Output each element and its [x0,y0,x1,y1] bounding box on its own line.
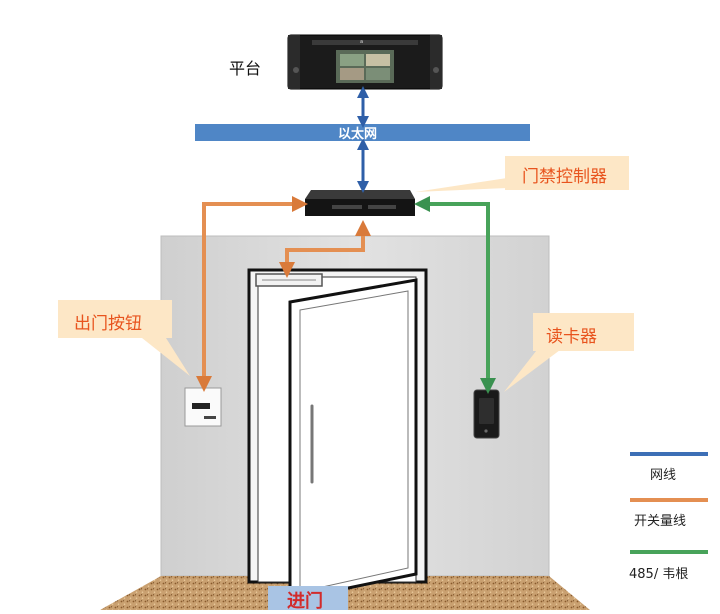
controller-to-card-reader-line [414,196,496,394]
controller-to-lock-line [279,220,371,278]
enter-label-box [268,586,348,610]
access-controller-device [305,190,415,216]
controller-callout [415,156,629,192]
card-reader-callout [504,313,634,392]
legend-label-switch: 开关量线 [634,514,687,529]
ethernet-bar [195,124,530,141]
platform-device: a [287,34,443,90]
svg-text:a: a [360,39,363,45]
platform-label: 平台 [229,59,262,78]
legend-label-485: 485/ 韦根 [629,567,689,582]
controller-to-exit-button-line [196,196,308,392]
card-reader-label: 读卡器 [546,327,597,347]
exit-button-callout [58,300,190,376]
exit-button-device [184,387,222,427]
door-leaf [288,278,418,602]
card-reader-device [473,389,500,439]
legend-label-network: 网线 [650,468,677,483]
enter-label: 进门 [287,591,323,612]
controller-label: 门禁控制器 [522,167,607,187]
exit-button-label: 出门按钮 [74,314,142,334]
ethernet-label: 以太网 [338,127,378,142]
